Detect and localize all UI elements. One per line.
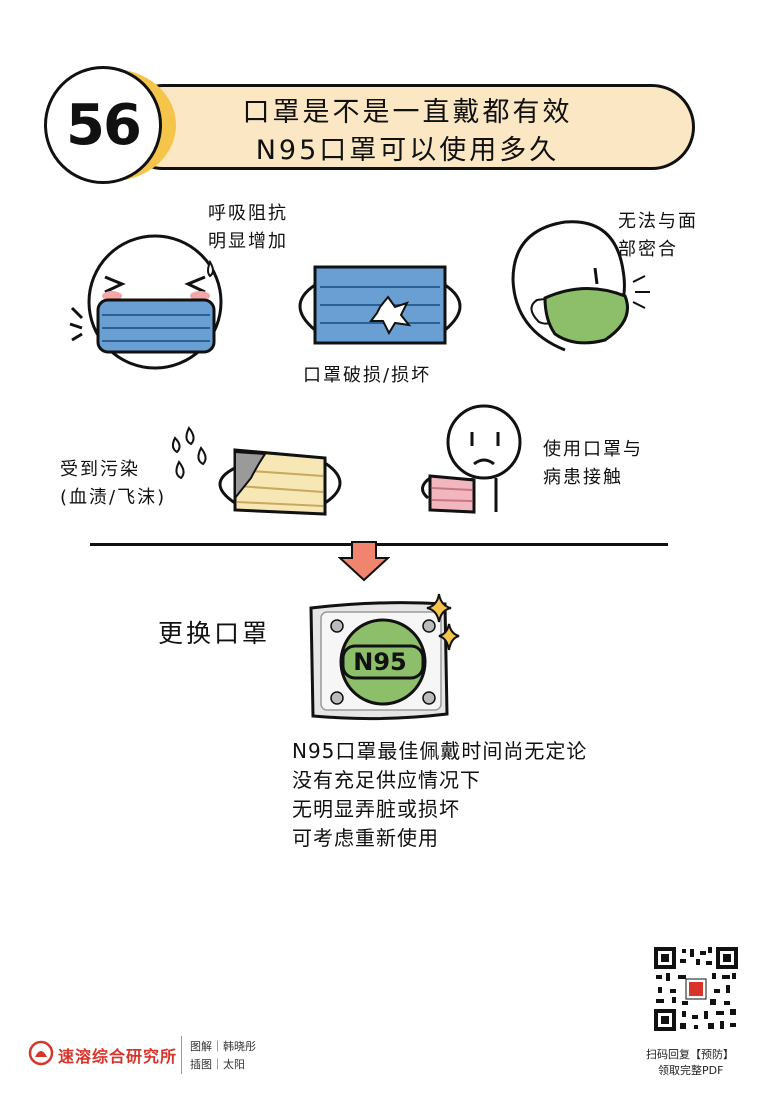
org-name: 速溶综合研究所: [58, 1047, 178, 1066]
title-line-1: 口罩是不是一直戴都有效: [242, 97, 573, 128]
note-line: 可考虑重新使用: [292, 826, 439, 850]
label-contaminated: 受到污染 (血渍/飞沫): [60, 459, 167, 508]
label-mask-damaged: 口罩破损/损坏: [303, 365, 432, 386]
damaged-mask-illustration: [298, 265, 462, 345]
n95-badge-text: N95: [353, 648, 407, 676]
sparkle-icon: [426, 593, 460, 651]
divider-line: [90, 543, 668, 546]
side-face-illustration: [511, 220, 650, 352]
title-banner: [120, 84, 695, 170]
org-logo-icon: [28, 1040, 54, 1066]
title-line-2: N95口罩可以使用多久: [255, 135, 560, 166]
credit-diagram: 图解｜韩晓彤: [190, 1040, 256, 1053]
label-breathing-resistance: 呼吸阻抗 明显增加: [208, 203, 288, 252]
credit-illustration: 插图｜太阳: [190, 1058, 245, 1071]
note-line: N95口罩最佳佩戴时间尚无定论: [292, 739, 588, 763]
sad-person-illustration: [421, 404, 522, 514]
note-line: 无明显弄脏或损坏: [292, 797, 460, 821]
note-line: 没有充足供应情况下: [292, 768, 481, 792]
crying-face-illustration: [69, 234, 223, 370]
footer-divider: [181, 1036, 182, 1074]
label-patient-contact: 使用口罩与 病患接触: [543, 439, 643, 488]
qr-caption-2: 领取完整PDF: [658, 1064, 724, 1077]
topic-number: 56: [44, 66, 162, 184]
qr-caption-1: 扫码回复【预防】: [646, 1048, 734, 1061]
contaminated-mask-illustration: [171, 426, 342, 516]
down-arrow-icon: [338, 541, 390, 582]
label-no-face-fit: 无法与面 部密合: [618, 211, 698, 260]
replace-mask-label: 更换口罩: [158, 619, 271, 648]
n95-notes: N95口罩最佳佩戴时间尚无定论 没有充足供应情况下 无明显弄脏或损坏 可考虑重新…: [292, 737, 587, 853]
n95-package-illustration: [309, 601, 449, 721]
qr-code-icon[interactable]: [652, 945, 740, 1033]
